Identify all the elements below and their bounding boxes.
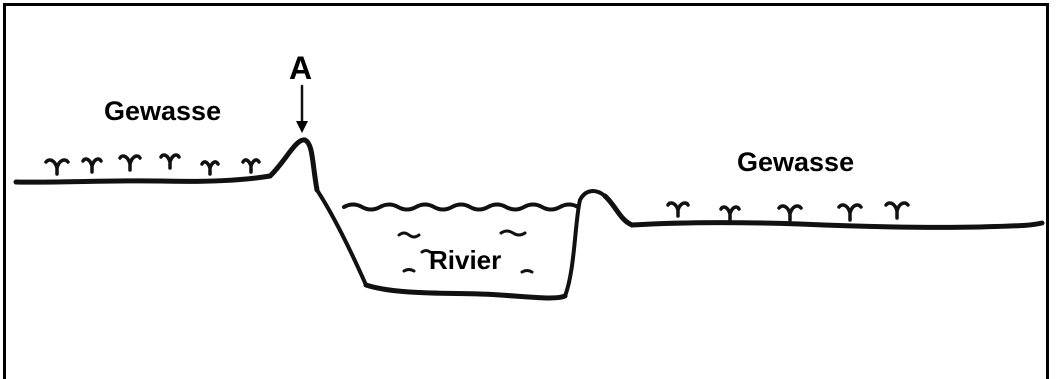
crop-plant-icon [777, 204, 803, 222]
crop-plant-icon [666, 201, 690, 218]
river-bank-right [563, 189, 607, 298]
crop-plant-icon [44, 158, 70, 176]
crop-plant-icon [118, 154, 142, 172]
levee-right [602, 193, 635, 228]
crop-plant-icon [719, 205, 741, 222]
water-surface [342, 202, 580, 212]
right-ground-line [629, 220, 1045, 230]
crop-plant-icon [884, 201, 910, 220]
river-bank-left [315, 188, 368, 287]
water-ripple [520, 269, 534, 274]
crops-label-left: Gewasse [104, 96, 222, 126]
crops-label-right: Gewasse [737, 147, 855, 177]
river-bed [363, 282, 568, 301]
water-ripple [397, 231, 421, 239]
water-ripple [420, 249, 432, 254]
arrow-head-icon [296, 121, 308, 133]
crop-plant-icon [837, 203, 863, 222]
diagram-frame [3, 3, 1049, 379]
levee-left [267, 137, 320, 193]
left-ground-line [13, 173, 273, 185]
crop-plant-icon [81, 157, 103, 174]
crop-plant-icon [159, 153, 181, 170]
river-label: Rivier [429, 245, 502, 275]
water-ripple [402, 268, 416, 273]
water-ripple [499, 229, 527, 237]
crop-plant-icon [241, 158, 261, 174]
point-label-a: A [289, 50, 313, 86]
crop-plant-icon [200, 160, 220, 176]
